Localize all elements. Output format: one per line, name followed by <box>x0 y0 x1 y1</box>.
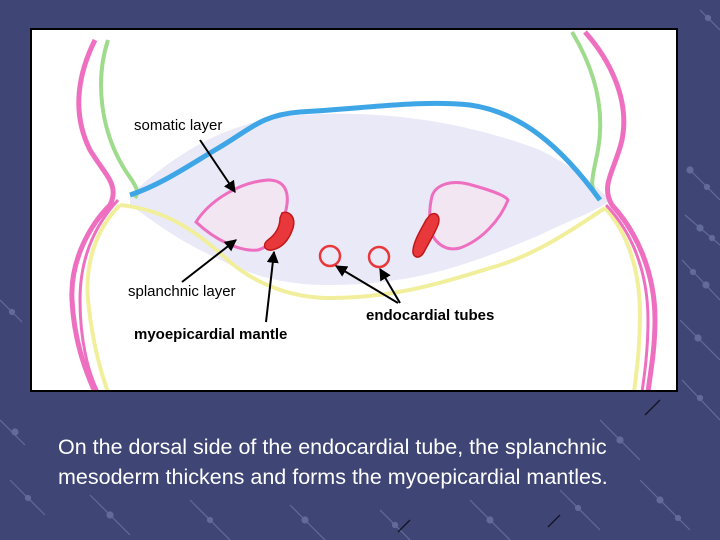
label-somatic-layer: somatic layer <box>134 117 223 134</box>
pericardial-right-pink <box>604 203 650 390</box>
arrow-myoepicardial-mantle <box>265 250 279 323</box>
endocardial-tube-left <box>318 244 342 268</box>
splanchnic-layer-inner <box>119 203 607 301</box>
somatic-layer-right <box>570 30 603 200</box>
somatic-layer-left <box>99 39 139 200</box>
arrow-endocardial-tube-right <box>379 267 401 304</box>
arrow-somatic-layer <box>199 139 236 193</box>
endocardial-tube-right <box>367 245 391 269</box>
ectoderm-right-outer <box>583 30 658 390</box>
dorsal-blue-layer <box>129 100 603 202</box>
label-endocardial-tubes: endocardial tubes <box>366 307 495 324</box>
pericardial-left-pink <box>78 198 120 390</box>
arrow-splanchnic-layer <box>181 239 237 283</box>
left-pericardial-cavity <box>194 178 289 252</box>
ectoderm-left-outer <box>69 38 116 390</box>
label-splanchnic-layer: splanchnic layer <box>128 283 236 300</box>
splanchnic-layer-outer-left <box>85 203 122 390</box>
myoepicardial-mantle-right <box>412 212 440 258</box>
arrow-endocardial-tube-left <box>334 265 399 304</box>
slide-caption: On the dorsal side of the endocardial tu… <box>58 435 608 489</box>
splanchnic-layer-outer-right <box>603 206 643 390</box>
label-myoepicardial-mantle: myoepicardial mantle <box>134 326 288 343</box>
myoepicardial-mantle-left <box>263 211 295 251</box>
